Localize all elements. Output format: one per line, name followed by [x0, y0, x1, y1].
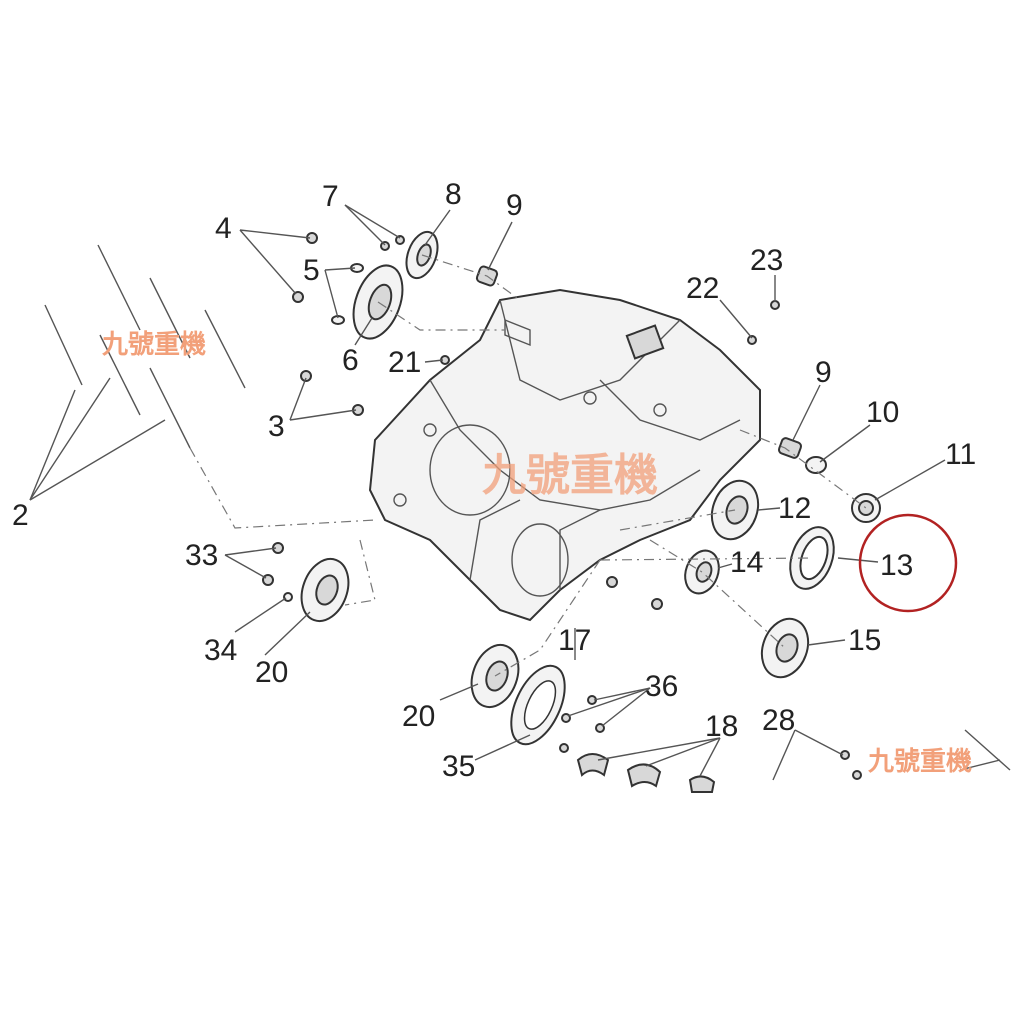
label-10: 10: [866, 396, 899, 429]
seal-13: [789, 526, 835, 590]
bearing-14: [684, 549, 720, 595]
bush-9-right: [777, 437, 803, 459]
label-22: 22: [686, 272, 719, 305]
bearing-20-left: [300, 558, 350, 622]
plate-35: [510, 664, 566, 746]
label-11: 11: [945, 438, 976, 471]
watermark-left: 九號重機: [101, 330, 206, 360]
label-5: 5: [303, 254, 320, 287]
label-8: 8: [445, 178, 462, 211]
seal-11: [851, 493, 881, 523]
label-9-top: 9: [506, 189, 523, 222]
studs: [29, 244, 246, 501]
label-23: 23: [750, 244, 783, 277]
label-12: 12: [778, 492, 811, 525]
label-33: 33: [185, 539, 218, 572]
label-13: 13: [880, 549, 913, 582]
label-14: 14: [730, 546, 763, 579]
label-2: 2: [12, 499, 29, 532]
label-7: 7: [322, 180, 339, 213]
label-36: 36: [645, 670, 678, 703]
label-3: 3: [268, 410, 285, 443]
watermark-center: 九號重機: [482, 450, 658, 501]
label-20-bottom: 20: [402, 700, 435, 733]
label-28: 28: [762, 704, 795, 737]
label-4: 4: [215, 212, 232, 245]
leader-lines: [224, 204, 1011, 781]
small-fasteners: [262, 232, 862, 780]
assembly-lines: [189, 254, 867, 677]
label-18: 18: [705, 710, 738, 743]
label-6: 6: [342, 344, 359, 377]
engine-crankcase: [368, 288, 761, 622]
label-17: 17: [558, 624, 591, 657]
bearing-15: [760, 617, 810, 679]
highlight-circle: [858, 513, 958, 613]
label-21: 21: [388, 346, 421, 379]
label-15: 15: [848, 624, 881, 657]
label-20-left: 20: [255, 656, 288, 689]
watermarks: 九號重機 九號重機 九號重機: [101, 330, 972, 777]
label-34: 34: [204, 634, 237, 667]
label-35: 35: [442, 750, 475, 783]
watermark-bottom-right: 九號重機: [867, 747, 972, 777]
part-labels: 2 3 4 5 6 7 8 9 9 10 11 12 13 14 15 17 1…: [12, 178, 976, 783]
label-9-right: 9: [815, 356, 832, 389]
